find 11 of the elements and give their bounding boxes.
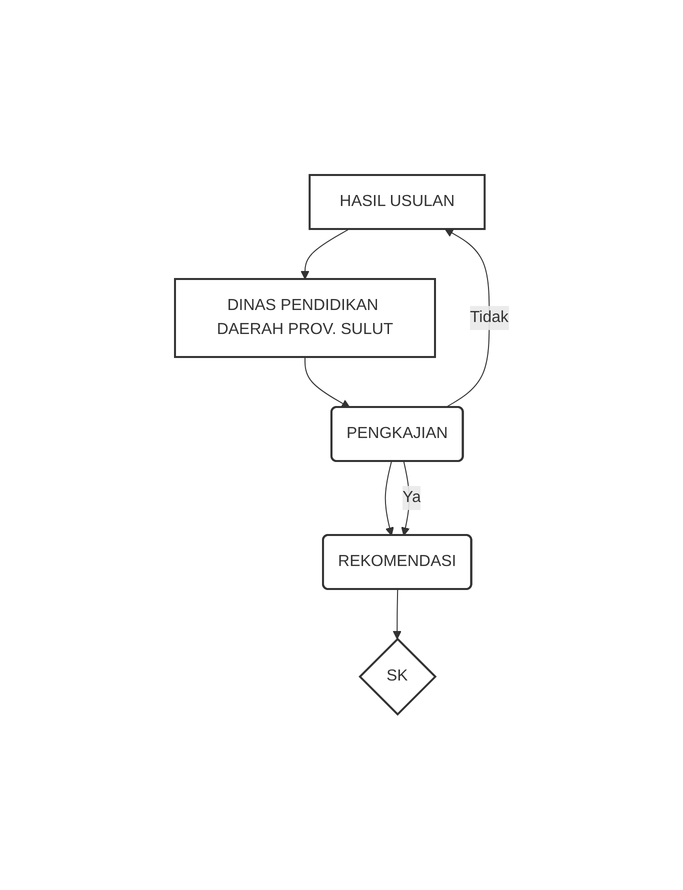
node-box: DINAS PENDIDIKAN DAERAH PROV. SULUT <box>174 278 436 358</box>
arrow <box>384 461 394 536</box>
arrow <box>300 228 350 280</box>
arrow <box>392 589 402 640</box>
node-box: HASIL USULAN <box>308 174 486 230</box>
node-diamond: SK <box>358 638 436 716</box>
arrow <box>304 356 350 408</box>
edge-label: Ya <box>402 489 421 506</box>
arrow <box>400 461 410 536</box>
arrow <box>444 228 490 408</box>
edge-label: Tidak <box>470 309 508 326</box>
